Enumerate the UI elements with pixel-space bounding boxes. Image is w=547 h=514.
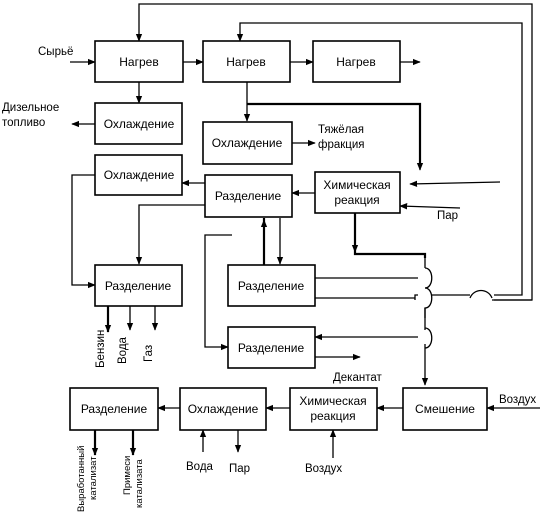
heavy-label-1: Тяжёлая (318, 124, 364, 136)
steam1-label: Пар (437, 210, 458, 222)
heavy-label-2: фракция (318, 139, 365, 151)
sep-left-label: Разделение (105, 279, 172, 293)
heat2-box (202, 40, 291, 83)
line-to-chem1-top (247, 102, 422, 165)
heat1-label: Нагрев (119, 55, 158, 69)
cool2-label: Охлаждение (212, 136, 283, 150)
heat3-box (312, 40, 401, 83)
sep-center-box (204, 174, 293, 218)
decantate-label: Декантат (333, 372, 382, 384)
water-left-label: Вода (117, 336, 129, 364)
chem1-box (314, 171, 401, 214)
impurity-label-1: Примеси (122, 456, 133, 495)
cool-left-label: Охлаждение (104, 168, 175, 182)
spent-label-1: Выработанный (76, 446, 87, 512)
air-bottom-label: Воздух (305, 463, 342, 475)
flow-labels: Сырьё Дизельное топливо Тяжёлая фракция … (2, 46, 536, 512)
process-boxes (69, 40, 488, 431)
hop-1 (424, 267, 433, 289)
spent-label-2: катализат (88, 456, 99, 500)
sep-bottom-label: Разделение (81, 402, 148, 416)
hop-2 (424, 287, 433, 318)
line-chem1-down (353, 213, 427, 258)
diesel-label-1: Дизельное (2, 102, 59, 114)
sep-mid2-box (227, 326, 316, 369)
line-hops (418, 267, 532, 349)
water-bottom-label: Вода (186, 461, 214, 473)
diesel-label-2: топливо (2, 117, 45, 129)
line-steam-to-chem1 (399, 203, 461, 210)
gas-label: Газ (143, 345, 155, 362)
heat3-label: Нагрев (336, 55, 375, 69)
cool1-box (94, 102, 183, 145)
steam-bottom-label: Пар (229, 463, 250, 475)
sep-left-box (94, 264, 183, 307)
benzine-label: Бензин (95, 330, 107, 368)
cool-left-box (94, 154, 183, 196)
sep-mid2-label: Разделение (238, 341, 305, 355)
line-feed-chem1 (409, 180, 501, 188)
line-cool-left-loop (71, 174, 96, 289)
heat1-box (94, 40, 184, 83)
mixing-box (402, 387, 488, 431)
hop-4 (469, 289, 493, 299)
raw-label: Сырьё (38, 46, 73, 58)
line-second-recycle (236, 22, 523, 300)
air1-label: Воздух (499, 394, 536, 406)
cool2-box (202, 121, 293, 165)
hop-3 (424, 327, 433, 349)
chem2-box (289, 387, 378, 431)
line-sep-center-to-sep-left (135, 204, 205, 265)
sep-mid1-box (227, 264, 316, 307)
mixing-label: Смешение (415, 402, 475, 416)
box-labels: Нагрев Нагрев Нагрев Охлаждение Охлажден… (81, 55, 475, 423)
chem2-label-2: реакция (310, 409, 355, 423)
sep-bottom-box (69, 387, 159, 431)
chem1-label-1: Химическая (323, 178, 390, 192)
impurity-label-2: катализата (134, 459, 145, 508)
heat2-label: Нагрев (226, 55, 265, 69)
chem1-label-2: реакция (334, 193, 379, 207)
line-sep-center-to-mid2 (204, 234, 232, 351)
flow-lines (70, 3, 540, 458)
chem2-label-1: Химическая (299, 394, 366, 408)
cool1-label: Охлаждение (104, 117, 175, 131)
cool-bottom-label: Охлаждение (188, 402, 259, 416)
cool-bottom-box (179, 387, 267, 431)
sep-mid1-label: Разделение (238, 279, 305, 293)
sep-center-label: Разделение (215, 189, 282, 203)
